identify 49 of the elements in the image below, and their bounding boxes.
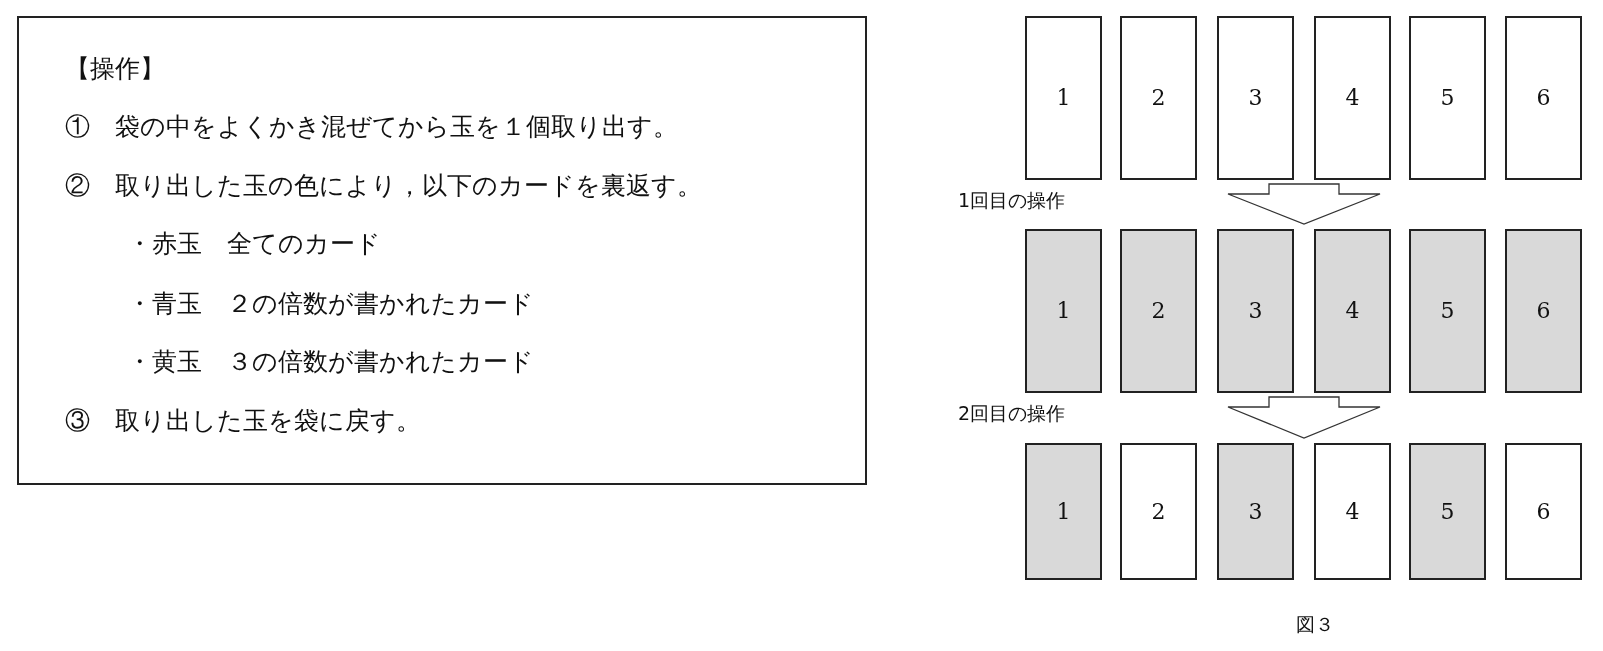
card-number: 5 xyxy=(1439,497,1456,526)
card-number: 1 xyxy=(1055,84,1072,112)
step-text: ② 取り出した玉の色により，以下のカードを裏返す。 xyxy=(65,171,702,201)
card xyxy=(1120,16,1197,180)
bullet-text: ・赤玉 全てのカード xyxy=(127,229,381,259)
card-number: 4 xyxy=(1344,497,1361,526)
card-number: 2 xyxy=(1150,297,1167,325)
card-number: 6 xyxy=(1535,497,1552,526)
card xyxy=(1314,16,1391,180)
card-number: 2 xyxy=(1150,497,1167,526)
card-number: 6 xyxy=(1535,84,1552,112)
card-number: 4 xyxy=(1344,84,1361,112)
card xyxy=(1217,16,1294,180)
card-number: 5 xyxy=(1439,84,1456,112)
card xyxy=(1025,443,1102,580)
card xyxy=(1409,229,1486,393)
instruction-box xyxy=(17,16,867,485)
block-arrow xyxy=(1227,183,1381,225)
card-number: 3 xyxy=(1247,297,1264,325)
card xyxy=(1025,16,1102,180)
card xyxy=(1409,443,1486,580)
caption: 図３ xyxy=(1296,612,1334,637)
step-label: 1回目の操作 xyxy=(958,188,1066,213)
card-number: 6 xyxy=(1535,297,1552,325)
step-label: 2回目の操作 xyxy=(958,401,1066,426)
step-text: ③ 取り出した玉を袋に戻す。 xyxy=(65,406,421,436)
card-number: 1 xyxy=(1055,297,1072,325)
card xyxy=(1409,16,1486,180)
step-text: ① 袋の中をよくかき混ぜてから玉を１個取り出す。 xyxy=(65,112,678,142)
card xyxy=(1505,16,1582,180)
bullet-text: ・青玉 ２の倍数が書かれたカード xyxy=(127,289,534,319)
card xyxy=(1314,229,1391,393)
block-arrow xyxy=(1227,396,1381,439)
card-number: 2 xyxy=(1150,84,1167,112)
card-number: 1 xyxy=(1055,497,1072,526)
card-number: 3 xyxy=(1247,497,1264,526)
card xyxy=(1120,229,1197,393)
card-number: 5 xyxy=(1439,297,1456,325)
card xyxy=(1505,229,1582,393)
card xyxy=(1217,443,1294,580)
card xyxy=(1025,229,1102,393)
bullet-text: ・黄玉 ３の倍数が書かれたカード xyxy=(127,347,534,377)
card-number: 3 xyxy=(1247,84,1264,112)
card xyxy=(1505,443,1582,580)
card xyxy=(1120,443,1197,580)
heading: 【操作】 xyxy=(65,54,165,84)
card xyxy=(1314,443,1391,580)
card-number: 4 xyxy=(1344,297,1361,325)
card xyxy=(1217,229,1294,393)
